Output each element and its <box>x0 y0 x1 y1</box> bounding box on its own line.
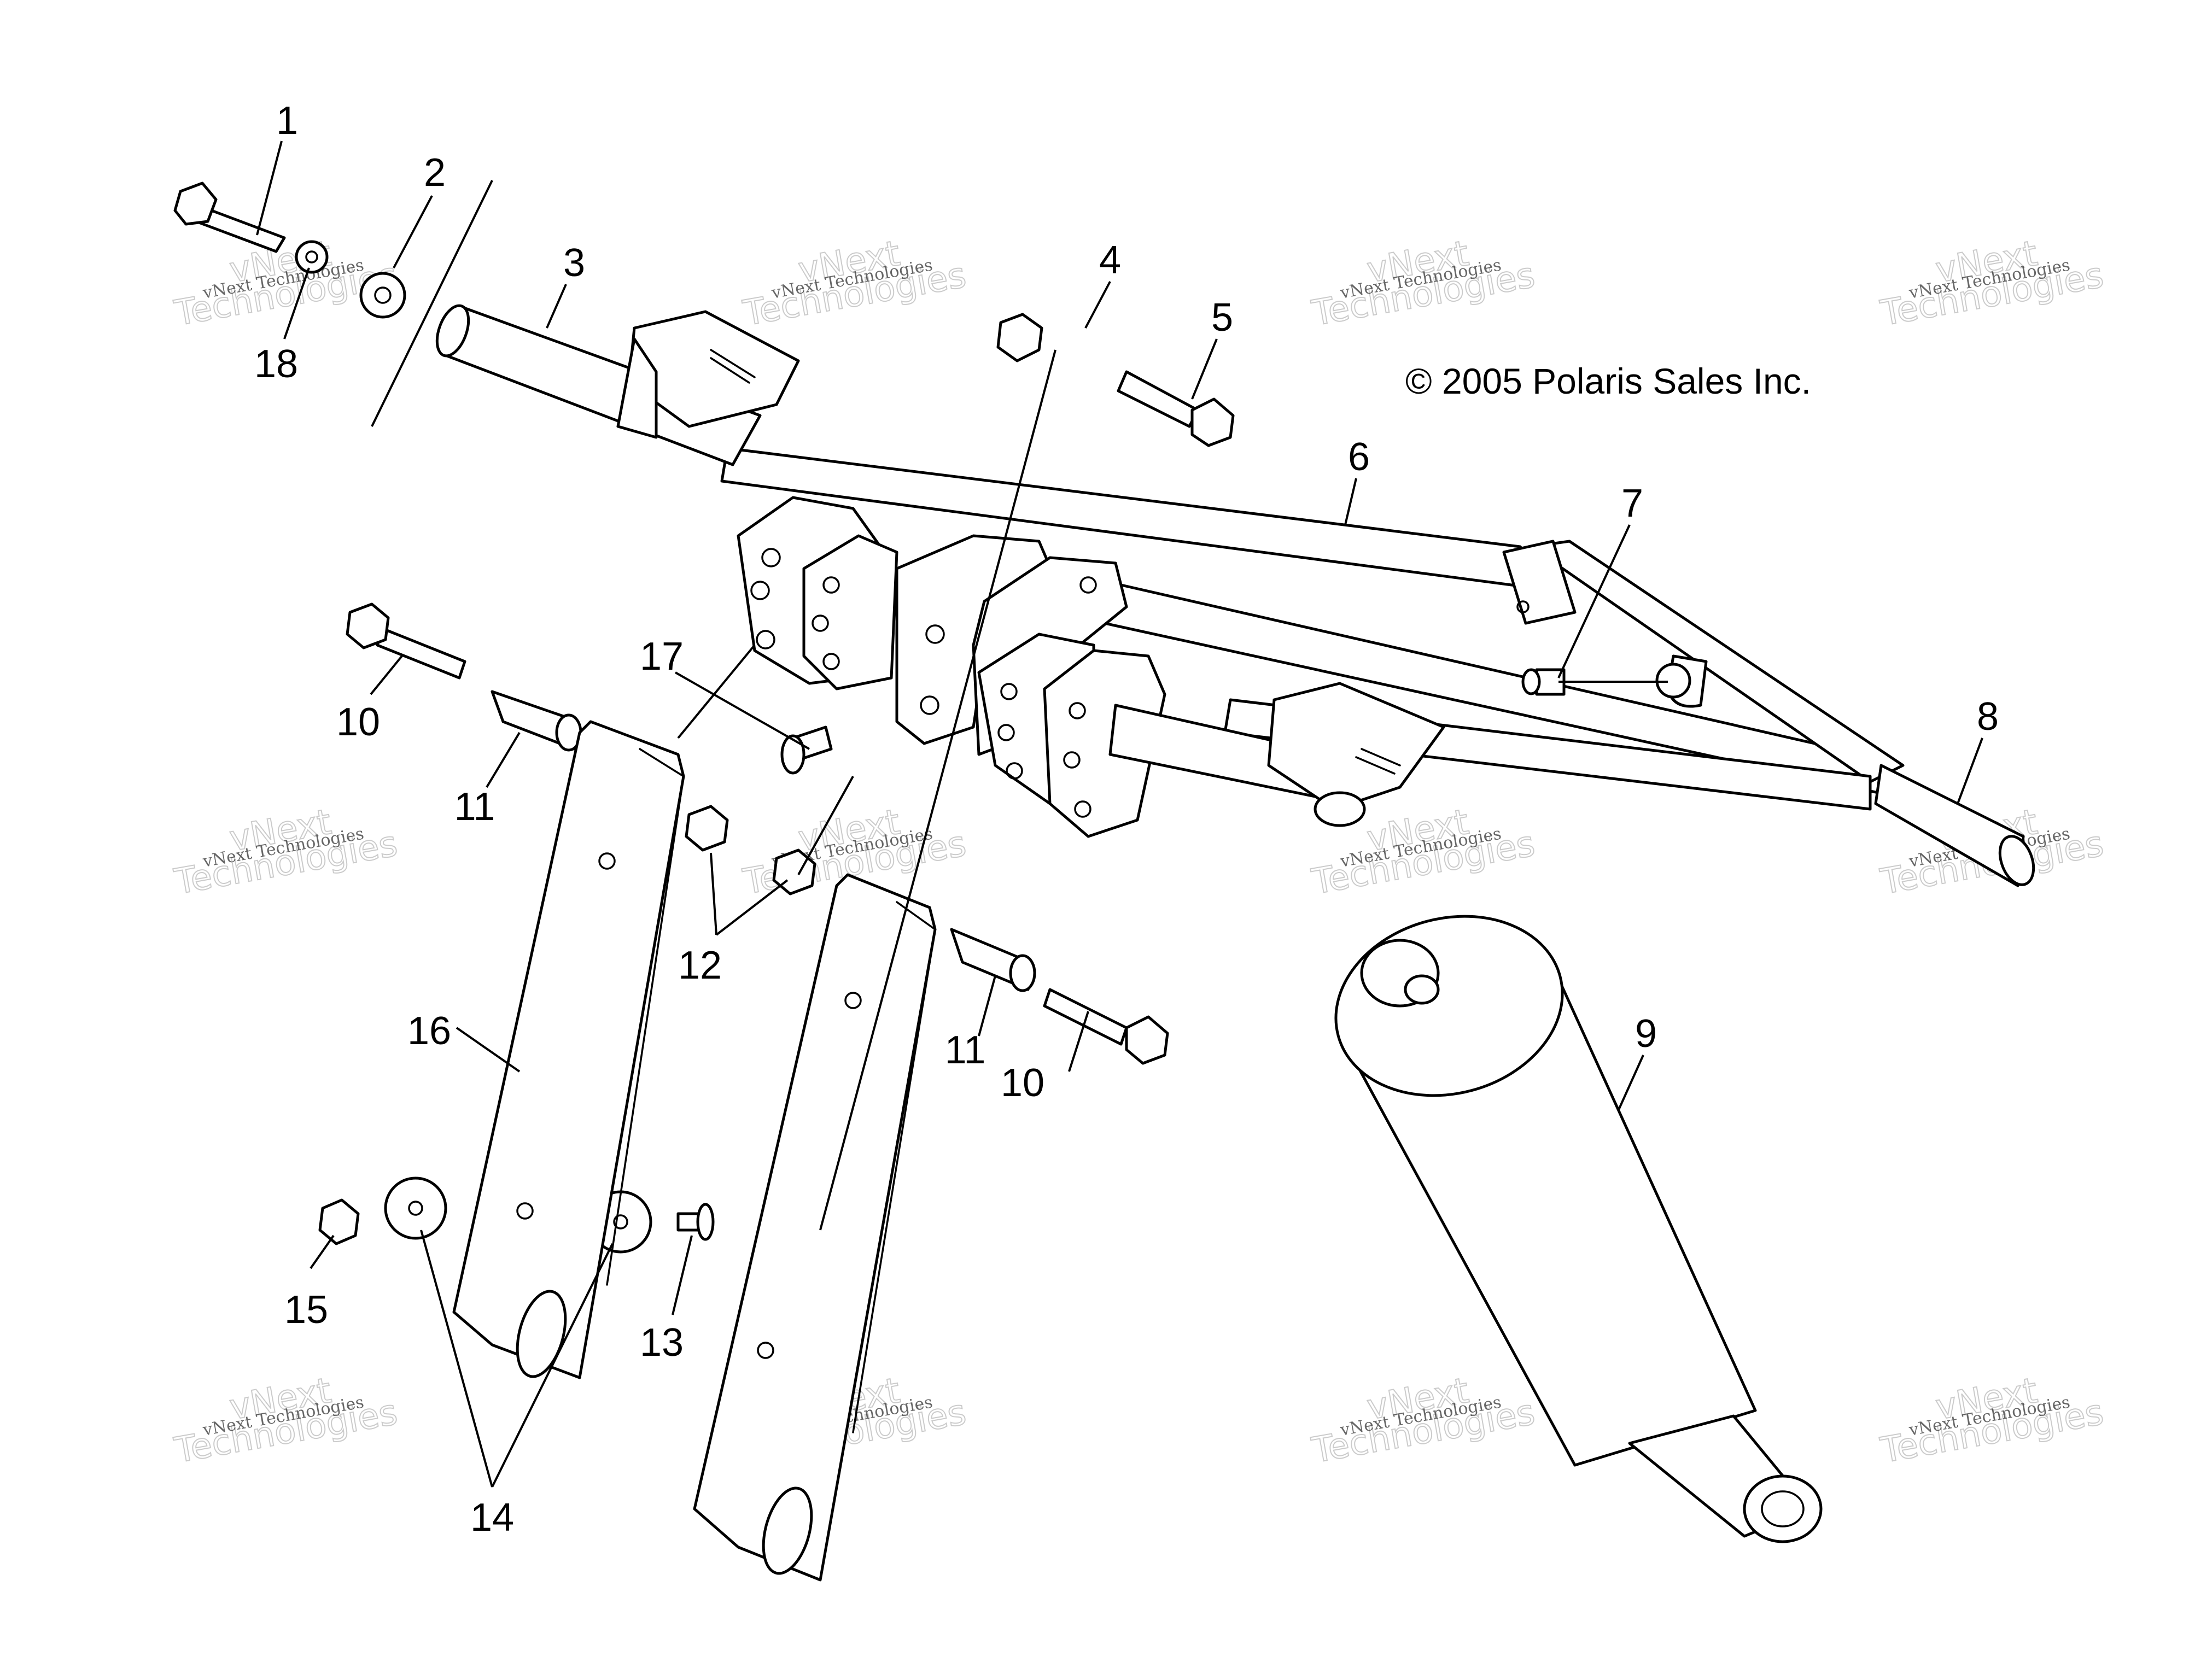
callout-10-lower: 10 <box>1001 1061 1044 1105</box>
washer-hole <box>613 1214 628 1230</box>
plate-hole <box>1069 702 1086 719</box>
front-shaft <box>435 304 800 466</box>
callout-13: 13 <box>640 1321 684 1365</box>
mount-plates <box>737 496 1445 838</box>
bolt-head <box>1190 397 1235 447</box>
callout-7: 7 <box>1621 482 1643 525</box>
plate-hole <box>1063 751 1081 769</box>
plate-hole <box>750 581 770 600</box>
right-shaft-end <box>1998 835 2035 886</box>
callout-3: 3 <box>563 241 585 285</box>
right-shaft <box>1874 764 2035 887</box>
plate-hole <box>756 630 775 649</box>
shaft-upper-bracket-leg <box>616 337 658 439</box>
watermark: vNext Technologies vNext Technologies <box>171 1370 401 1472</box>
plate-hole <box>1074 800 1091 818</box>
pin-13 <box>676 1203 715 1241</box>
bolt-10-upper <box>346 602 466 680</box>
copyright-notice: © 2005 Polaris Sales Inc. <box>1405 361 1811 401</box>
shock-bottom-bore <box>1761 1490 1805 1527</box>
arm-boss-hole <box>1516 600 1530 613</box>
nut-4 <box>996 313 1043 362</box>
washer-14-left <box>384 1176 447 1240</box>
callout-17: 17 <box>640 635 684 678</box>
plate-hole <box>920 695 939 715</box>
washer-2 <box>359 272 406 319</box>
arm-boss <box>1502 540 1577 625</box>
plate-hole <box>997 724 1015 741</box>
arm-diagonal-member <box>1530 540 1905 783</box>
lower-bracket-bore <box>1314 791 1366 827</box>
shock-top-bore <box>1404 974 1440 1005</box>
callout-14: 14 <box>470 1496 514 1539</box>
callout-5: 5 <box>1211 296 1233 339</box>
watermark: vNext Technologies vNext Technologies <box>1877 1370 2107 1472</box>
callout-11-lower: 11 <box>945 1028 986 1072</box>
washer-hole <box>305 250 318 264</box>
callouts: 1 2 3 4 5 6 7 8 9 10 10 11 11 12 13 14 1… <box>254 99 1999 1539</box>
washer-hole <box>374 286 392 304</box>
watermark: vNext Technologies vNext Technologies <box>1308 233 1538 335</box>
callout-9: 9 <box>1635 1012 1657 1056</box>
plate-hole <box>1079 576 1097 594</box>
callout-16: 16 <box>407 1009 451 1053</box>
watermark: vNext Technologies vNext Technologies <box>739 233 970 335</box>
callout-11-upper: 11 <box>454 785 495 829</box>
plate-hole <box>1000 683 1018 700</box>
callout-18: 18 <box>254 342 298 386</box>
bolt-head <box>173 182 218 226</box>
leader-lines <box>256 141 1983 1488</box>
callout-15: 15 <box>284 1288 328 1332</box>
callout-12: 12 <box>678 944 722 987</box>
watermark: vNext Technologies vNext Technologies <box>1308 1370 1538 1472</box>
callout-2: 2 <box>424 151 446 195</box>
washer-hole <box>408 1201 423 1216</box>
callout-8: 8 <box>1977 695 1999 739</box>
link-16-right <box>693 873 937 1582</box>
plate-hole <box>761 548 781 567</box>
shock-absorber <box>1334 915 1823 1543</box>
lower-bracket-slot <box>1355 748 1401 775</box>
bolt-head <box>346 602 390 649</box>
left-inner-plate <box>802 534 898 690</box>
bolt-1 <box>173 182 286 253</box>
callout-10-upper: 10 <box>336 700 380 744</box>
bolt-10-lower <box>1043 988 1169 1065</box>
shaft-upper-bracket-slot <box>710 349 756 384</box>
grease-fitting-7 <box>1521 668 1566 696</box>
washer-18 <box>295 240 329 274</box>
callout-4: 4 <box>1099 238 1121 282</box>
plate-hole <box>822 653 840 670</box>
watermark: vNext Technologies vNext Technologies <box>1877 233 2107 335</box>
shaft-end-cap <box>435 304 470 358</box>
shock-bottom-eye <box>1743 1474 1823 1543</box>
callout-1: 1 <box>276 99 298 143</box>
watermark: vNext Technologies vNext Technologies <box>171 801 401 903</box>
plate-hole <box>1006 762 1023 780</box>
grease-fitting-17 <box>780 725 833 775</box>
plate-hole <box>822 576 840 594</box>
plate-hole <box>812 614 829 632</box>
plate-hole <box>925 624 945 644</box>
right-shaft-tube <box>1874 764 2025 887</box>
bolt-head <box>1125 1015 1169 1065</box>
callout-6: 6 <box>1348 435 1370 479</box>
lower-bracket <box>1267 682 1445 811</box>
spacer-end <box>1009 954 1036 992</box>
nut-12-a <box>685 805 729 852</box>
nut-15 <box>318 1198 360 1245</box>
watermarks: vNext Technologies vNext Technologies vN… <box>171 233 2107 1472</box>
bolt-5 <box>1117 370 1235 447</box>
link-16-left <box>452 720 685 1379</box>
